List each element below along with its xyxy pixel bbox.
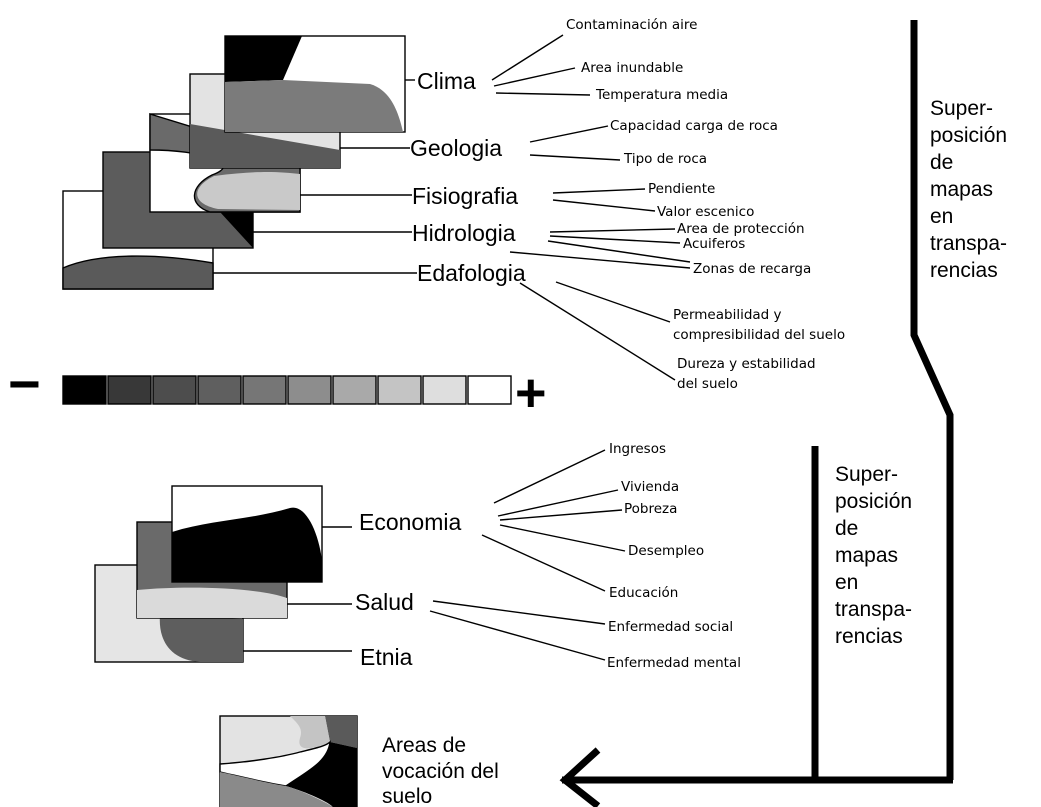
layer-label-etnia: Etnia — [360, 644, 413, 670]
hidrologia-zone — [220, 210, 253, 248]
factor-contaminacion-aire: Contaminación aire — [566, 17, 697, 33]
layer-label-edafologia: Edafologia — [417, 260, 526, 286]
scale-box — [287, 375, 332, 405]
scale-box — [422, 375, 467, 405]
layer-label-clima: Clima — [417, 68, 476, 94]
layer-label-fisiografia: Fisiografia — [412, 183, 518, 209]
factor-temperatura-media: Temperatura media — [595, 87, 728, 103]
side-label-bottom-line: de — [835, 517, 858, 540]
fisiografia-zone-light — [197, 172, 300, 210]
result-label-line-2: vocación del — [382, 760, 499, 783]
top-factor-connectors — [491, 34, 691, 381]
side-label-top: Super- posición de mapas en transpa- ren… — [930, 97, 1007, 282]
scale-box — [197, 375, 242, 405]
bottom-layer-stack — [94, 485, 352, 663]
layer-label-hidrologia: Hidrologia — [412, 220, 516, 246]
side-label-bottom-line: Super- — [835, 463, 898, 486]
overlay-flow-line-1 — [910, 20, 954, 780]
factor-enfermedad-social: Enfermedad social — [608, 619, 733, 635]
clima-zone-dark — [225, 36, 302, 82]
scale-box — [377, 375, 422, 405]
factor-vivienda: Vivienda — [621, 479, 679, 495]
top-layer-stack — [62, 35, 417, 290]
scale-box — [332, 375, 377, 405]
scale-plus: + — [515, 363, 547, 423]
result-map — [219, 715, 358, 807]
factor-acuiferos: Acuiferos — [683, 236, 745, 252]
factor-desempleo: Desempleo — [628, 543, 704, 559]
result-zone-light — [290, 716, 330, 749]
salud-zone — [137, 587, 287, 618]
edafologia-zone — [62, 255, 214, 290]
side-label-bottom-line: mapas — [835, 544, 898, 567]
factor-pobreza: Pobreza — [624, 501, 677, 517]
side-label-top-line: posición — [930, 124, 1007, 147]
etnia-zone — [159, 615, 243, 662]
factor-tipo-roca: Tipo de roca — [623, 151, 707, 167]
flow-arrows — [559, 20, 954, 807]
factor-enfermedad-mental: Enfermedad mental — [607, 655, 741, 671]
side-label-top-line: mapas — [930, 178, 993, 201]
side-label-top-line: en — [930, 205, 953, 228]
factor-area-proteccion: Area de protección — [677, 221, 805, 237]
scale-box — [62, 375, 107, 405]
result-zone-gray — [220, 772, 333, 807]
factor-educacion: Educación — [609, 585, 678, 601]
side-label-bottom: Super- posición de mapas en transpa- ren… — [835, 463, 912, 648]
side-label-top-line: transpa- — [930, 232, 1007, 255]
result-label-line-3: suelo — [382, 785, 432, 807]
factor-valor-escenico: Valor escenico — [657, 204, 754, 220]
bottom-factor-connectors — [429, 449, 626, 661]
clima-zone-mid — [225, 80, 403, 132]
side-label-bottom-line: posición — [835, 490, 912, 513]
factor-pendiente: Pendiente — [648, 181, 715, 197]
factor-zonas-recarga: Zonas de recarga — [693, 261, 811, 277]
factor-area-inundable: Area inundable — [581, 60, 683, 76]
scale-box — [107, 375, 152, 405]
side-label-top-line: rencias — [930, 259, 998, 282]
side-label-bottom-line: transpa- — [835, 598, 912, 621]
result-zone-black — [286, 742, 357, 807]
scale-minus: − — [8, 352, 41, 415]
scale-box — [152, 375, 197, 405]
factor-permeabilidad-2: compresibilidad del suelo — [673, 327, 845, 343]
result-zone-dark-top — [325, 716, 357, 748]
factor-permeabilidad-1: Permeabilidad y — [673, 307, 782, 323]
side-label-top-line: Super- — [930, 97, 993, 120]
side-label-bottom-line: en — [835, 571, 858, 594]
factor-dureza-1: Dureza y estabilidad — [677, 356, 816, 372]
layer-label-salud: Salud — [355, 589, 414, 615]
factor-ingresos: Ingresos — [609, 441, 666, 457]
scale-box — [467, 375, 512, 405]
arrow-head-icon — [559, 747, 601, 807]
factor-dureza-2: del suelo — [677, 376, 738, 392]
gray-scale — [62, 375, 512, 405]
factor-capacidad-carga-roca: Capacidad carga de roca — [610, 118, 778, 134]
result-label-line-1: Areas de — [382, 734, 466, 757]
side-label-bottom-line: rencias — [835, 625, 903, 648]
geologia-zone — [190, 124, 340, 168]
layer-label-geologia: Geologia — [410, 135, 502, 161]
side-label-top-line: de — [930, 151, 953, 174]
scale-box — [242, 375, 287, 405]
economia-zone — [172, 507, 322, 582]
layer-label-economia: Economia — [359, 509, 461, 535]
